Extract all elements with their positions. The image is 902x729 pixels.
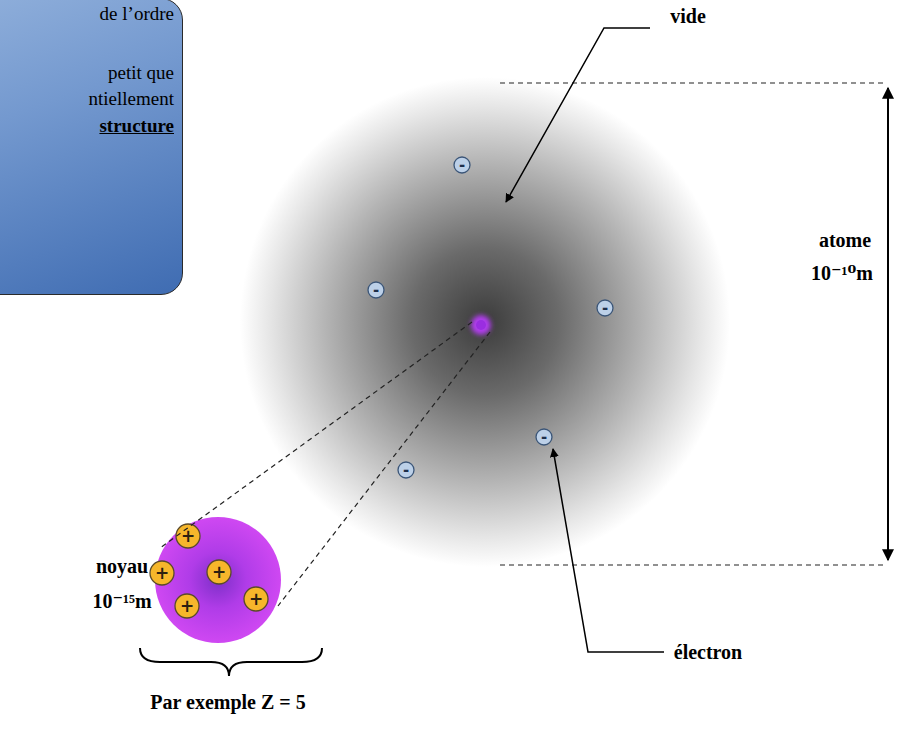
info-box: de l’ordre petit quentiellement structure [0, 0, 183, 295]
proton: + [175, 523, 201, 549]
info-text: petit que [108, 61, 174, 85]
proton-shape [176, 524, 200, 548]
electron: - [367, 281, 385, 299]
nucleus-dot-core [476, 320, 486, 330]
size-guide [500, 82, 886, 83]
nucleus-zoom: noyau10⁻¹⁵m+++++ [155, 517, 281, 643]
part-name: électron [674, 641, 743, 664]
electron: - [535, 428, 553, 446]
proton-sign: + [243, 586, 269, 612]
electron-sign: - [367, 281, 385, 299]
electron: - [596, 299, 614, 317]
proton-shape [175, 594, 199, 618]
size-guide [500, 564, 886, 565]
proton-shape [244, 587, 268, 611]
info-text: de l’ordre [100, 2, 174, 26]
nucleus-shape [155, 517, 281, 643]
electron-sign: - [535, 428, 553, 446]
dimension-arrow [887, 88, 889, 560]
electron-sign: - [596, 299, 614, 317]
dimension: 10⁻¹⁵m [92, 589, 151, 613]
proton-sign: + [149, 560, 175, 586]
proton: + [174, 593, 200, 619]
proton: + [149, 560, 175, 586]
electron-shape [368, 282, 384, 298]
electron: - [453, 156, 471, 174]
part-name: vide [670, 5, 706, 28]
atom-cloud-shape [240, 77, 730, 567]
zoom-line [278, 332, 490, 606]
proton: + [206, 559, 232, 585]
proton-sign: + [206, 559, 232, 585]
leader-line [553, 449, 664, 652]
electron: - [397, 461, 415, 479]
proton: + [243, 586, 269, 612]
zoom-line [160, 322, 472, 548]
part-name: atome [819, 228, 871, 252]
nucleus-dot [471, 315, 491, 335]
dimension: 10⁻¹⁰m [811, 261, 873, 285]
proton-shape [150, 561, 174, 585]
proton-shape [207, 560, 231, 584]
electron-sign: - [453, 156, 471, 174]
part-name: noyau [96, 554, 148, 578]
proton-sign: + [175, 523, 201, 549]
brace [140, 648, 322, 676]
note: Par exemple Z = 5 [150, 691, 305, 714]
info-text: structure [99, 114, 174, 138]
leader-line [506, 28, 650, 202]
electron-shape [398, 462, 414, 478]
electron-sign: - [397, 461, 415, 479]
electron-shape [536, 429, 552, 445]
electron-shape [454, 157, 470, 173]
info-text: ntiellement [89, 87, 174, 111]
proton-sign: + [174, 593, 200, 619]
electron-shape [597, 300, 613, 316]
